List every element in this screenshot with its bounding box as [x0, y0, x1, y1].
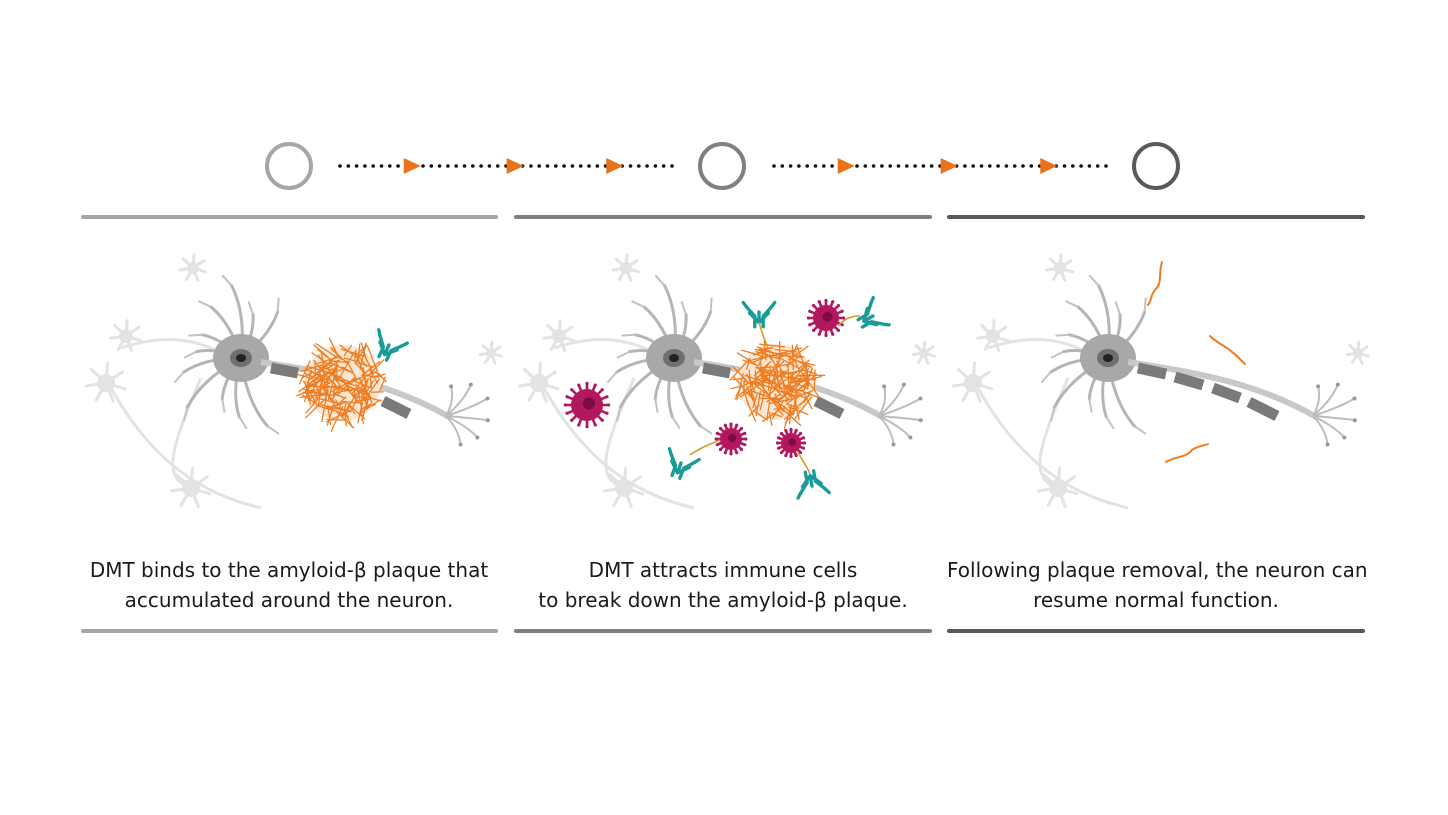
myelin-segment	[380, 396, 412, 419]
immune-cell-icon	[806, 298, 846, 338]
neuron-network-background	[951, 253, 1371, 510]
arrow-icon	[606, 158, 624, 174]
neuron-network-background	[84, 253, 504, 510]
antibody-tether	[837, 315, 861, 327]
neuron-axon	[1127, 359, 1320, 421]
faint-neuron-icon	[611, 253, 641, 282]
arrow-icon	[403, 158, 421, 174]
caption-step-2-line-1: DMT attracts immune cells	[588, 558, 858, 582]
progress-header	[265, 142, 1180, 190]
myelin-segment	[269, 362, 300, 379]
axon-terminal	[445, 382, 490, 447]
antibody-tether	[689, 439, 721, 456]
antibody-tether	[758, 321, 769, 349]
antibody-icon	[377, 328, 409, 362]
neuron-network-background	[517, 253, 937, 510]
faint-neuron-icon	[951, 361, 994, 403]
connector-2	[772, 158, 1108, 174]
neuron-icon	[951, 253, 1371, 510]
immune-cell-icon	[775, 427, 807, 459]
caption-step-1: DMT binds to the amyloid-β plaque that a…	[80, 555, 498, 615]
neuron-nucleolus	[236, 354, 246, 362]
connector-1	[338, 158, 674, 174]
myelin-segment	[701, 362, 732, 379]
caption-step-3-line-1: Following plaque removal, the neuron can	[947, 558, 1368, 582]
plaque-fragment-icon	[1209, 335, 1246, 365]
myelin-segment	[1136, 362, 1168, 380]
step-2-marker	[698, 142, 746, 190]
neuron-icon	[84, 253, 504, 510]
panel-step-2	[517, 253, 937, 510]
faint-neuron-icon	[169, 466, 212, 508]
step-3-marker	[1132, 142, 1180, 190]
neuron-icon	[517, 253, 937, 510]
antibody-icon	[856, 295, 891, 329]
antibody-icon	[796, 469, 831, 500]
myelin-segment	[1246, 397, 1280, 421]
faint-neuron-icon	[976, 319, 1010, 352]
neuron-nucleolus	[1103, 354, 1113, 362]
myelin-segment	[1173, 371, 1205, 391]
faint-neuron-icon	[109, 319, 143, 352]
arrow-icon	[940, 158, 958, 174]
myelin-segment	[1211, 382, 1242, 404]
plaque-icon	[729, 340, 826, 430]
caption-step-2-line-2: to break down the amyloid-β plaque.	[538, 588, 908, 612]
arrow-icon	[837, 158, 855, 174]
faint-neuron-icon	[1345, 340, 1371, 365]
caption-step-1-line-2: accumulated around the neuron.	[124, 588, 454, 612]
antibody-icon	[667, 447, 701, 480]
caption-step-3-line-2: resume normal function.	[1033, 588, 1279, 612]
plaque-fragment-icon	[1165, 443, 1209, 463]
antibody-tether	[797, 451, 811, 475]
faint-neuron-icon	[911, 340, 937, 365]
axon-terminal	[1312, 382, 1357, 447]
faint-neuron-icon	[1036, 466, 1079, 508]
faint-neuron-icon	[478, 340, 504, 365]
step-1-marker	[265, 142, 313, 190]
plaque-fragment-icon	[1147, 261, 1163, 306]
faint-neuron-icon	[542, 319, 576, 352]
faint-neuron-icon	[517, 361, 560, 403]
faint-neuron-icon	[84, 361, 127, 403]
caption-step-1-line-1: DMT binds to the amyloid-β plaque that	[89, 558, 489, 582]
myelin-segment	[813, 396, 845, 419]
faint-neuron-icon	[178, 253, 208, 282]
faint-neuron-icon	[602, 466, 645, 508]
caption-step-2: DMT attracts immune cells to break down …	[514, 555, 932, 615]
immune-cell-icon	[714, 422, 748, 456]
panel-step-1	[84, 253, 504, 510]
immune-cell-icon	[563, 381, 611, 429]
antibody-icon	[741, 300, 777, 329]
arrow-icon	[1040, 158, 1058, 174]
faint-neuron-icon	[1045, 253, 1075, 282]
neuron-nucleolus	[669, 354, 679, 362]
axon-terminal	[878, 382, 923, 447]
arrow-icon	[506, 158, 524, 174]
caption-step-3: Following plaque removal, the neuron can…	[947, 555, 1368, 615]
plaque-icon	[296, 338, 387, 433]
panel-step-3	[951, 253, 1371, 510]
